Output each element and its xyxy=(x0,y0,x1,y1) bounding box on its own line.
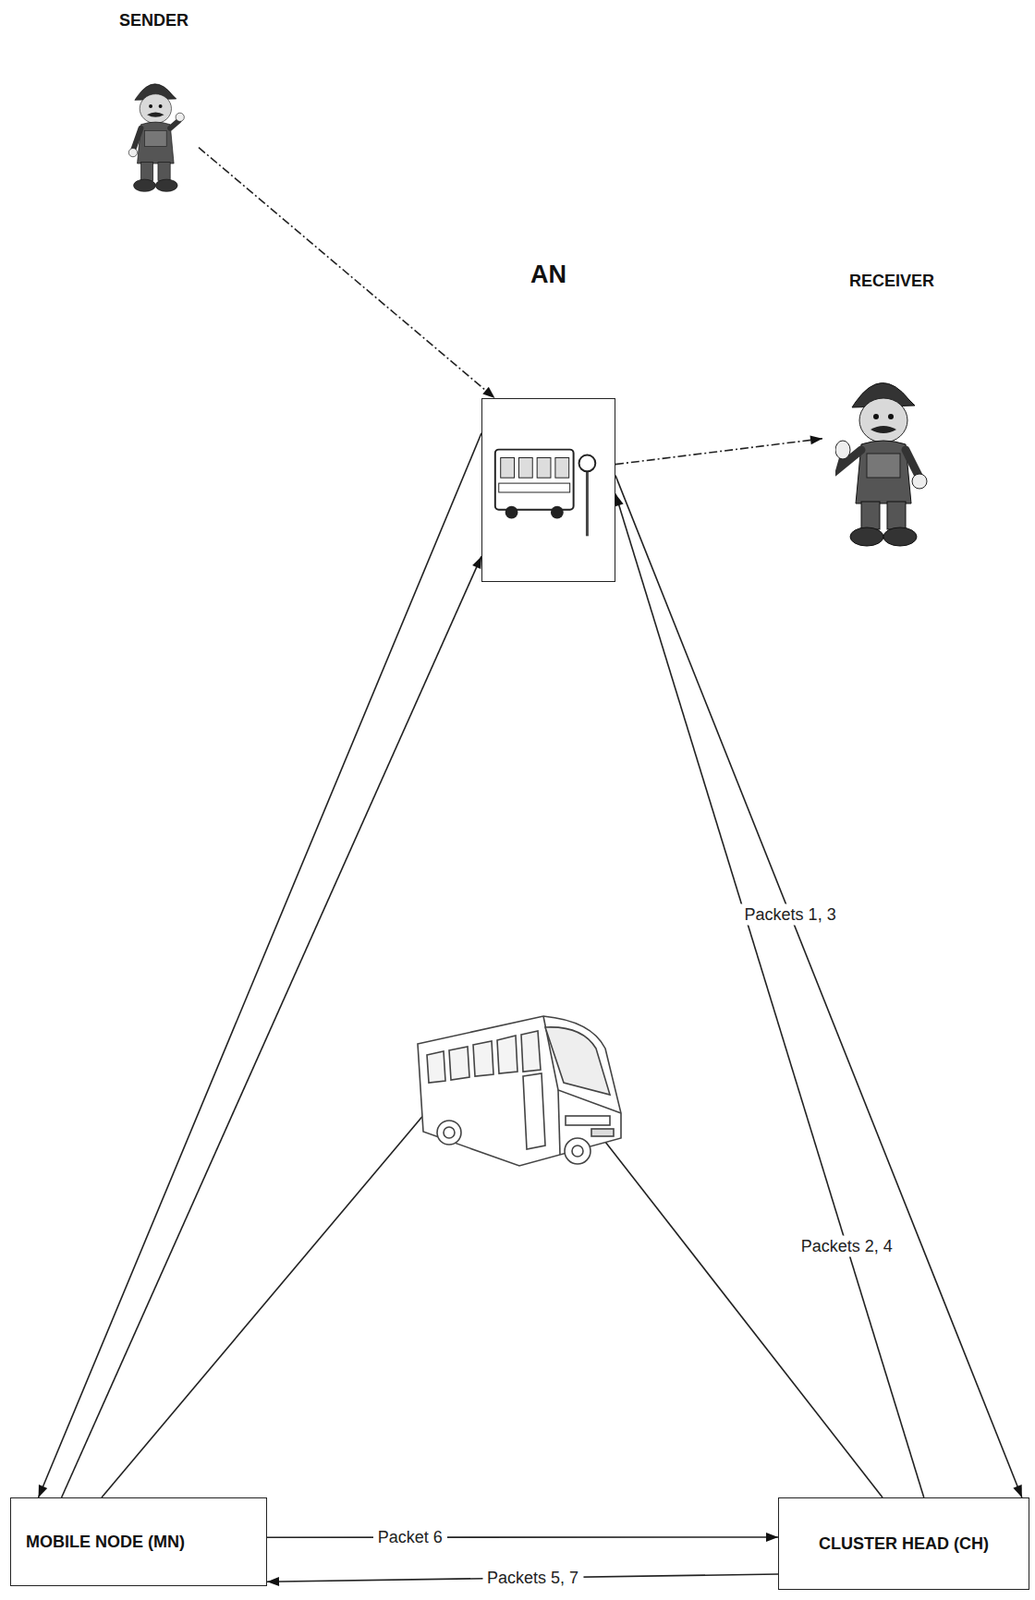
connector xyxy=(614,493,925,1498)
drawing-stroke xyxy=(873,414,879,420)
sender-figure: SENDER xyxy=(109,7,199,197)
edge-label: Packets 5, 7 xyxy=(482,1567,584,1589)
connector-line xyxy=(198,147,496,399)
connector-line xyxy=(615,438,823,465)
drawing-stroke xyxy=(888,414,894,420)
drawing-stroke xyxy=(579,455,597,473)
drawing-stroke xyxy=(859,398,908,443)
drawing-stroke xyxy=(536,457,551,478)
arrow-head xyxy=(482,387,495,399)
arrow-head xyxy=(472,556,482,570)
drawing-stroke xyxy=(495,450,574,511)
connector xyxy=(267,1533,779,1543)
drawing-stroke xyxy=(835,440,851,460)
arrow-head xyxy=(766,1533,779,1543)
connector xyxy=(61,556,482,1498)
bus-link-line xyxy=(101,1095,440,1498)
arrow-head xyxy=(1012,1485,1022,1498)
actor-label: RECEIVER xyxy=(849,271,935,292)
connector xyxy=(38,433,482,1498)
connector xyxy=(615,435,823,464)
drawing-stroke xyxy=(887,501,906,530)
connector xyxy=(615,475,1023,1498)
drawing-stroke xyxy=(158,162,171,182)
connector-line xyxy=(615,475,1023,1498)
cluster-head-box: CLUSTER HEAD (CH) xyxy=(778,1497,1030,1591)
drawing-stroke xyxy=(555,457,570,478)
person-icon xyxy=(123,72,185,195)
arrow-head xyxy=(267,1577,280,1587)
drawing-stroke xyxy=(850,527,884,547)
connector-line xyxy=(615,493,925,1498)
drawing-stroke xyxy=(170,121,179,129)
drawing-stroke xyxy=(499,483,571,493)
drawing-stroke xyxy=(158,104,163,109)
drawing-stroke xyxy=(155,179,178,192)
drawing-stroke xyxy=(883,527,917,547)
arrow-head xyxy=(809,435,823,445)
node-heading: AN xyxy=(530,260,567,290)
drawing-stroke xyxy=(866,453,901,478)
drawing-stroke xyxy=(500,457,515,478)
edge-label: Packets 2, 4 xyxy=(796,1236,898,1258)
person-icon xyxy=(835,343,928,572)
drawing-stroke xyxy=(861,501,880,530)
drawing-stroke xyxy=(139,94,171,124)
bus-illustration xyxy=(417,1016,621,1167)
drawing-stroke xyxy=(905,450,919,476)
drawing-stroke xyxy=(146,112,164,118)
arrow-head xyxy=(38,1485,49,1498)
drawing-stroke xyxy=(175,112,184,122)
drawing-stroke xyxy=(128,148,137,158)
drawing-stroke xyxy=(505,506,519,520)
drawing-stroke xyxy=(912,474,927,489)
connector-line xyxy=(38,433,482,1498)
drawing-stroke xyxy=(133,179,157,192)
drawing-stroke xyxy=(148,104,153,109)
bus-stop-icon xyxy=(482,399,615,582)
connector-line xyxy=(267,1536,779,1539)
receiver-figure: RECEIVER xyxy=(822,267,962,573)
arrow-head xyxy=(614,493,624,507)
drawing-stroke xyxy=(518,457,533,478)
edge-label: Packets 1, 3 xyxy=(740,904,841,926)
drawing-stroke xyxy=(133,128,142,149)
node-name: MOBILE NODE (MN) xyxy=(25,1533,185,1553)
drawing-stroke xyxy=(550,506,564,520)
node-name: CLUSTER HEAD (CH) xyxy=(818,1534,989,1555)
drawing-stroke xyxy=(140,162,153,182)
actor-label: SENDER xyxy=(119,11,189,31)
drawing-stroke xyxy=(144,130,167,147)
drawing-stroke xyxy=(585,470,589,536)
connector-line xyxy=(61,556,482,1498)
access-node-box: AN xyxy=(481,398,616,583)
mobile-node-box: MOBILE NODE (MN) xyxy=(10,1497,268,1587)
connector xyxy=(198,147,496,399)
drawing-stroke xyxy=(870,426,897,434)
edge-label: Packet 6 xyxy=(373,1527,448,1549)
